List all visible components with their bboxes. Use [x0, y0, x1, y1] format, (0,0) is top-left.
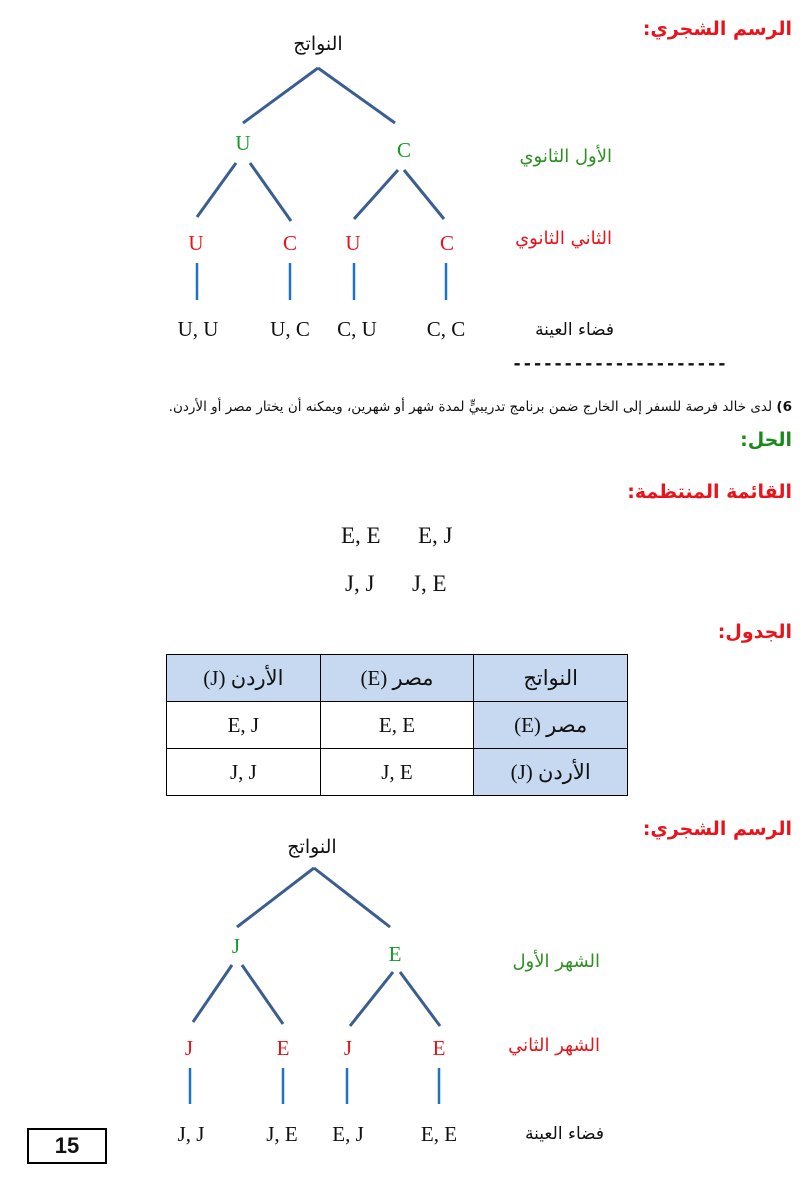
tree2-branch: [191, 964, 234, 1023]
ordered-list-item: J, E: [412, 571, 447, 596]
tree2-sample-label: فضاء العينة: [525, 1124, 604, 1144]
table-cell: J, J: [166, 748, 321, 796]
table-header-cell: النواتج: [473, 654, 628, 702]
table-header-cell: مصر (E): [319, 654, 475, 702]
ordered-list-item: E, J: [418, 523, 453, 548]
tree1-node-l1: U: [235, 131, 250, 155]
table-row: النواتج مصر (E) الأردن (J): [166, 654, 628, 702]
problem-statement: 6) لدى خالد فرصة للسفر إلى الخارج ضمن بر…: [169, 399, 792, 415]
tree1-branch: [195, 162, 238, 218]
tree1-node-l2: U: [345, 231, 360, 255]
tree1-level1-label: الأول الثانوي: [519, 146, 612, 167]
tree2-outcome: J, E: [266, 1122, 298, 1146]
table-cell: J, E: [319, 748, 475, 796]
tree2-level2-label: الشهر الثاني: [508, 1035, 600, 1056]
page-number: 15: [27, 1128, 107, 1164]
tree2-node-l2: J: [185, 1036, 193, 1060]
table-row: مصر (E) E, E E, J: [166, 701, 628, 749]
table-header-cell: الأردن (J): [166, 654, 321, 702]
tree1-branch: [402, 169, 446, 220]
tree2-node-l1: E: [389, 942, 402, 966]
solution-label: الحل:: [740, 429, 792, 451]
problem-text: لدى خالد فرصة للسفر إلى الخارج ضمن برنام…: [168, 399, 773, 415]
tree2-branch: [240, 964, 285, 1025]
tree1-outcome: C, U: [337, 317, 377, 341]
outcomes-table: النواتج مصر (E) الأردن (J) مصر (E) E, E …: [166, 654, 628, 796]
tree2-node-l2: E: [277, 1036, 290, 1060]
tree2-node-l2: E: [433, 1036, 446, 1060]
ordered-list-heading: القائمة المنتظمة:: [627, 481, 792, 503]
tree1-branch: [248, 162, 293, 222]
tree1-branch: [242, 66, 319, 125]
tree2-level1-label: الشهر الأول: [512, 951, 600, 972]
tree2-branch: [313, 866, 391, 929]
tree1-node-l2: C: [283, 231, 297, 255]
tree2-branch: [348, 971, 395, 1027]
tree1-branch: [352, 168, 400, 221]
problem-number: 6): [776, 399, 792, 415]
tree1-node-l2: C: [440, 231, 454, 255]
tree1-node-l2: U: [188, 231, 203, 255]
table-row-header: الأردن (J): [473, 748, 628, 796]
tree1-sample-label: فضاء العينة: [535, 320, 614, 340]
table-row: الأردن (J) J, E J, J: [166, 748, 628, 796]
tree2-root: النواتج: [287, 837, 336, 858]
tree2-node-l1: J: [232, 934, 240, 958]
tree1-root: النواتج: [293, 34, 342, 55]
tree2-outcome: E, E: [421, 1122, 457, 1146]
ordered-list-item: J, J: [345, 571, 375, 596]
tree2-branch: [236, 866, 315, 929]
tree1-outcome: U, U: [178, 317, 219, 341]
table-cell: E, J: [166, 701, 321, 749]
table-heading: الجدول:: [717, 621, 792, 643]
table-row-header: مصر (E): [473, 701, 628, 749]
tree1-node-l1: C: [397, 138, 411, 162]
tree-heading-1: الرسم الشجري:: [642, 18, 792, 40]
tree2-branch: [398, 971, 442, 1027]
tree1-outcome: C, C: [427, 317, 466, 341]
section-divider: ---------------------: [512, 354, 727, 374]
tree1-branch: [317, 66, 396, 125]
ordered-list-item: E, E: [341, 523, 381, 548]
tree1-level2-label: الثاني الثانوي: [515, 228, 612, 249]
tree-heading-2: الرسم الشجري:: [642, 818, 792, 840]
tree2-outcome: J, J: [178, 1122, 205, 1146]
tree2-outcome: E, J: [332, 1122, 364, 1146]
tree1-outcome: U, C: [270, 317, 310, 341]
tree2-node-l2: J: [344, 1036, 352, 1060]
